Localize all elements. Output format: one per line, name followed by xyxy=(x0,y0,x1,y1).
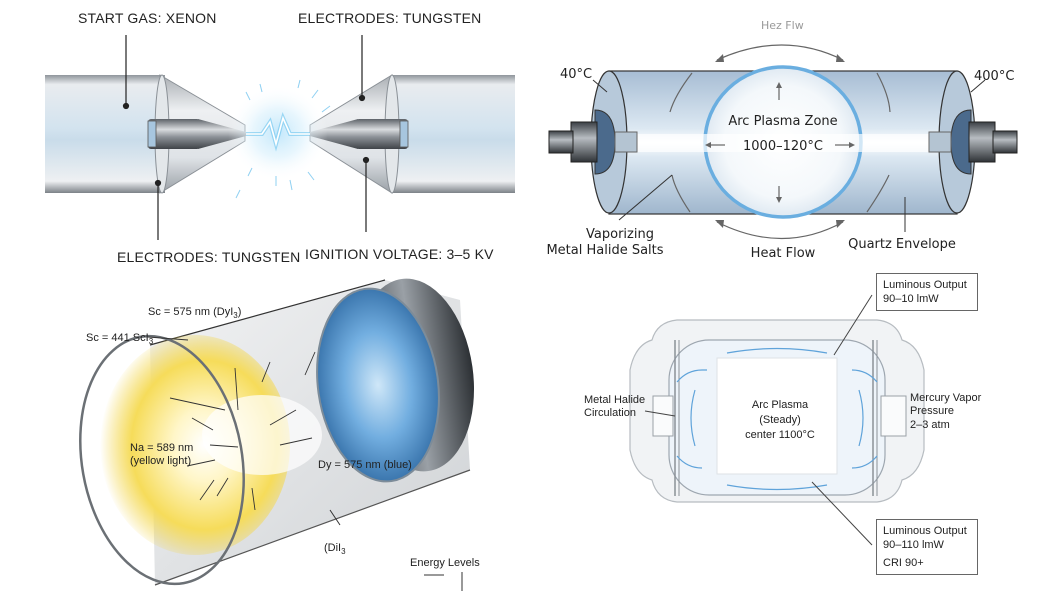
ignition-diagram: START GAS: XENON ELECTRODES: TUNGSTEN EL… xyxy=(45,10,515,265)
label-yellow-light: (yellow light) xyxy=(130,455,191,467)
label-steady: (Steady) xyxy=(759,414,801,426)
warmup-diagram: Hez Flw 40°C 400°C Arc Plasma Zone 1000–… xyxy=(546,19,1018,261)
label-zone-temp: 1000–120°C xyxy=(743,139,823,154)
label-vaporizing: Vaporizing xyxy=(586,227,654,242)
label-pressure-value: 2–3 atm xyxy=(910,419,950,431)
label-right-temp: 400°C xyxy=(974,69,1014,84)
heat-flow-arrows xyxy=(669,44,891,240)
label-pressure: Pressure xyxy=(910,405,954,417)
leader-lines xyxy=(592,79,986,232)
leader-lines xyxy=(147,336,463,591)
panel-emission: Sc = 575 nm (DyI3) Sc = 441 ScI3 Na = 58… xyxy=(0,270,527,591)
label-dii3: (DiI3 xyxy=(324,542,346,556)
emission-diagram: Sc = 575 nm (DyI3) Sc = 441 ScI3 Na = 58… xyxy=(79,278,480,591)
panel-warmup: Hez Flw 40°C 400°C Arc Plasma Zone 1000–… xyxy=(527,0,1054,270)
box-bottom-title: Luminous Output xyxy=(883,525,967,537)
box-top-title: Luminous Output xyxy=(883,279,967,291)
box-top-value: 90–10 lmW xyxy=(883,293,939,305)
spark-rays xyxy=(235,79,331,199)
luminous-output-box-bottom: Luminous Output 90–110 lmW CRI 90+ xyxy=(876,519,978,575)
arc-zigzag xyxy=(246,115,310,148)
box-bottom-value: 90–110 lmW xyxy=(883,539,944,551)
label-metal-halide: Metal Halide xyxy=(584,394,645,406)
cylinder-front-rim xyxy=(79,334,245,586)
leader-lines xyxy=(644,294,873,546)
label-quartz-envelope: Quartz Envelope xyxy=(848,237,956,252)
steady-state-diagram: Arc Plasma (Steady) center 1100°C Metal … xyxy=(584,294,982,546)
label-top-heat-flow: Hez Flw xyxy=(761,19,804,32)
left-tube xyxy=(45,75,165,193)
label-heat-flow: Heat Flow xyxy=(751,246,816,261)
box-bottom-cri: CRI 90+ xyxy=(883,557,924,569)
label-sodium-589nm: Na = 589 nm xyxy=(130,442,193,454)
emission-arrows xyxy=(169,351,316,511)
label-dysprosium-575nm: Dy = 575 nm (blue) xyxy=(318,459,412,471)
panel-steady-state: Arc Plasma (Steady) center 1100°C Metal … xyxy=(527,270,1054,591)
label-start-gas: START GAS: XENON xyxy=(78,10,217,26)
label-center-temp: center 1100°C xyxy=(745,429,815,441)
label-zone-name: Arc Plasma Zone xyxy=(728,114,837,129)
label-ignition-voltage: IGNITION VOLTAGE: 3–5 KV xyxy=(305,246,494,262)
label-arc-plasma: Arc Plasma xyxy=(752,399,809,411)
panel-ignition: START GAS: XENON ELECTRODES: TUNGSTEN EL… xyxy=(0,0,527,270)
label-mercury-vapor: Mercury Vapor xyxy=(910,392,982,404)
label-metal-halide-salts: Metal Halide Salts xyxy=(546,243,663,258)
dysprosium-emission xyxy=(316,287,440,483)
luminous-output-box-top: Luminous Output 90–10 lmW xyxy=(876,273,978,311)
arc-plasma-core xyxy=(716,357,838,475)
label-electrodes-top: ELECTRODES: TUNGSTEN xyxy=(298,10,481,26)
label-left-temp: 40°C xyxy=(560,67,592,82)
leader-lines xyxy=(122,35,370,240)
label-dyi3: Sc = 575 nm (DyI3) xyxy=(148,306,241,320)
label-electrodes-bottom: ELECTRODES: TUNGSTEN xyxy=(117,249,300,265)
arrow-heads xyxy=(705,54,855,228)
right-tube xyxy=(392,75,515,193)
label-energy-levels: Energy Levels xyxy=(410,557,480,569)
label-sci3: Sc = 441 ScI3 xyxy=(86,332,154,346)
label-circulation: Circulation xyxy=(584,407,636,419)
